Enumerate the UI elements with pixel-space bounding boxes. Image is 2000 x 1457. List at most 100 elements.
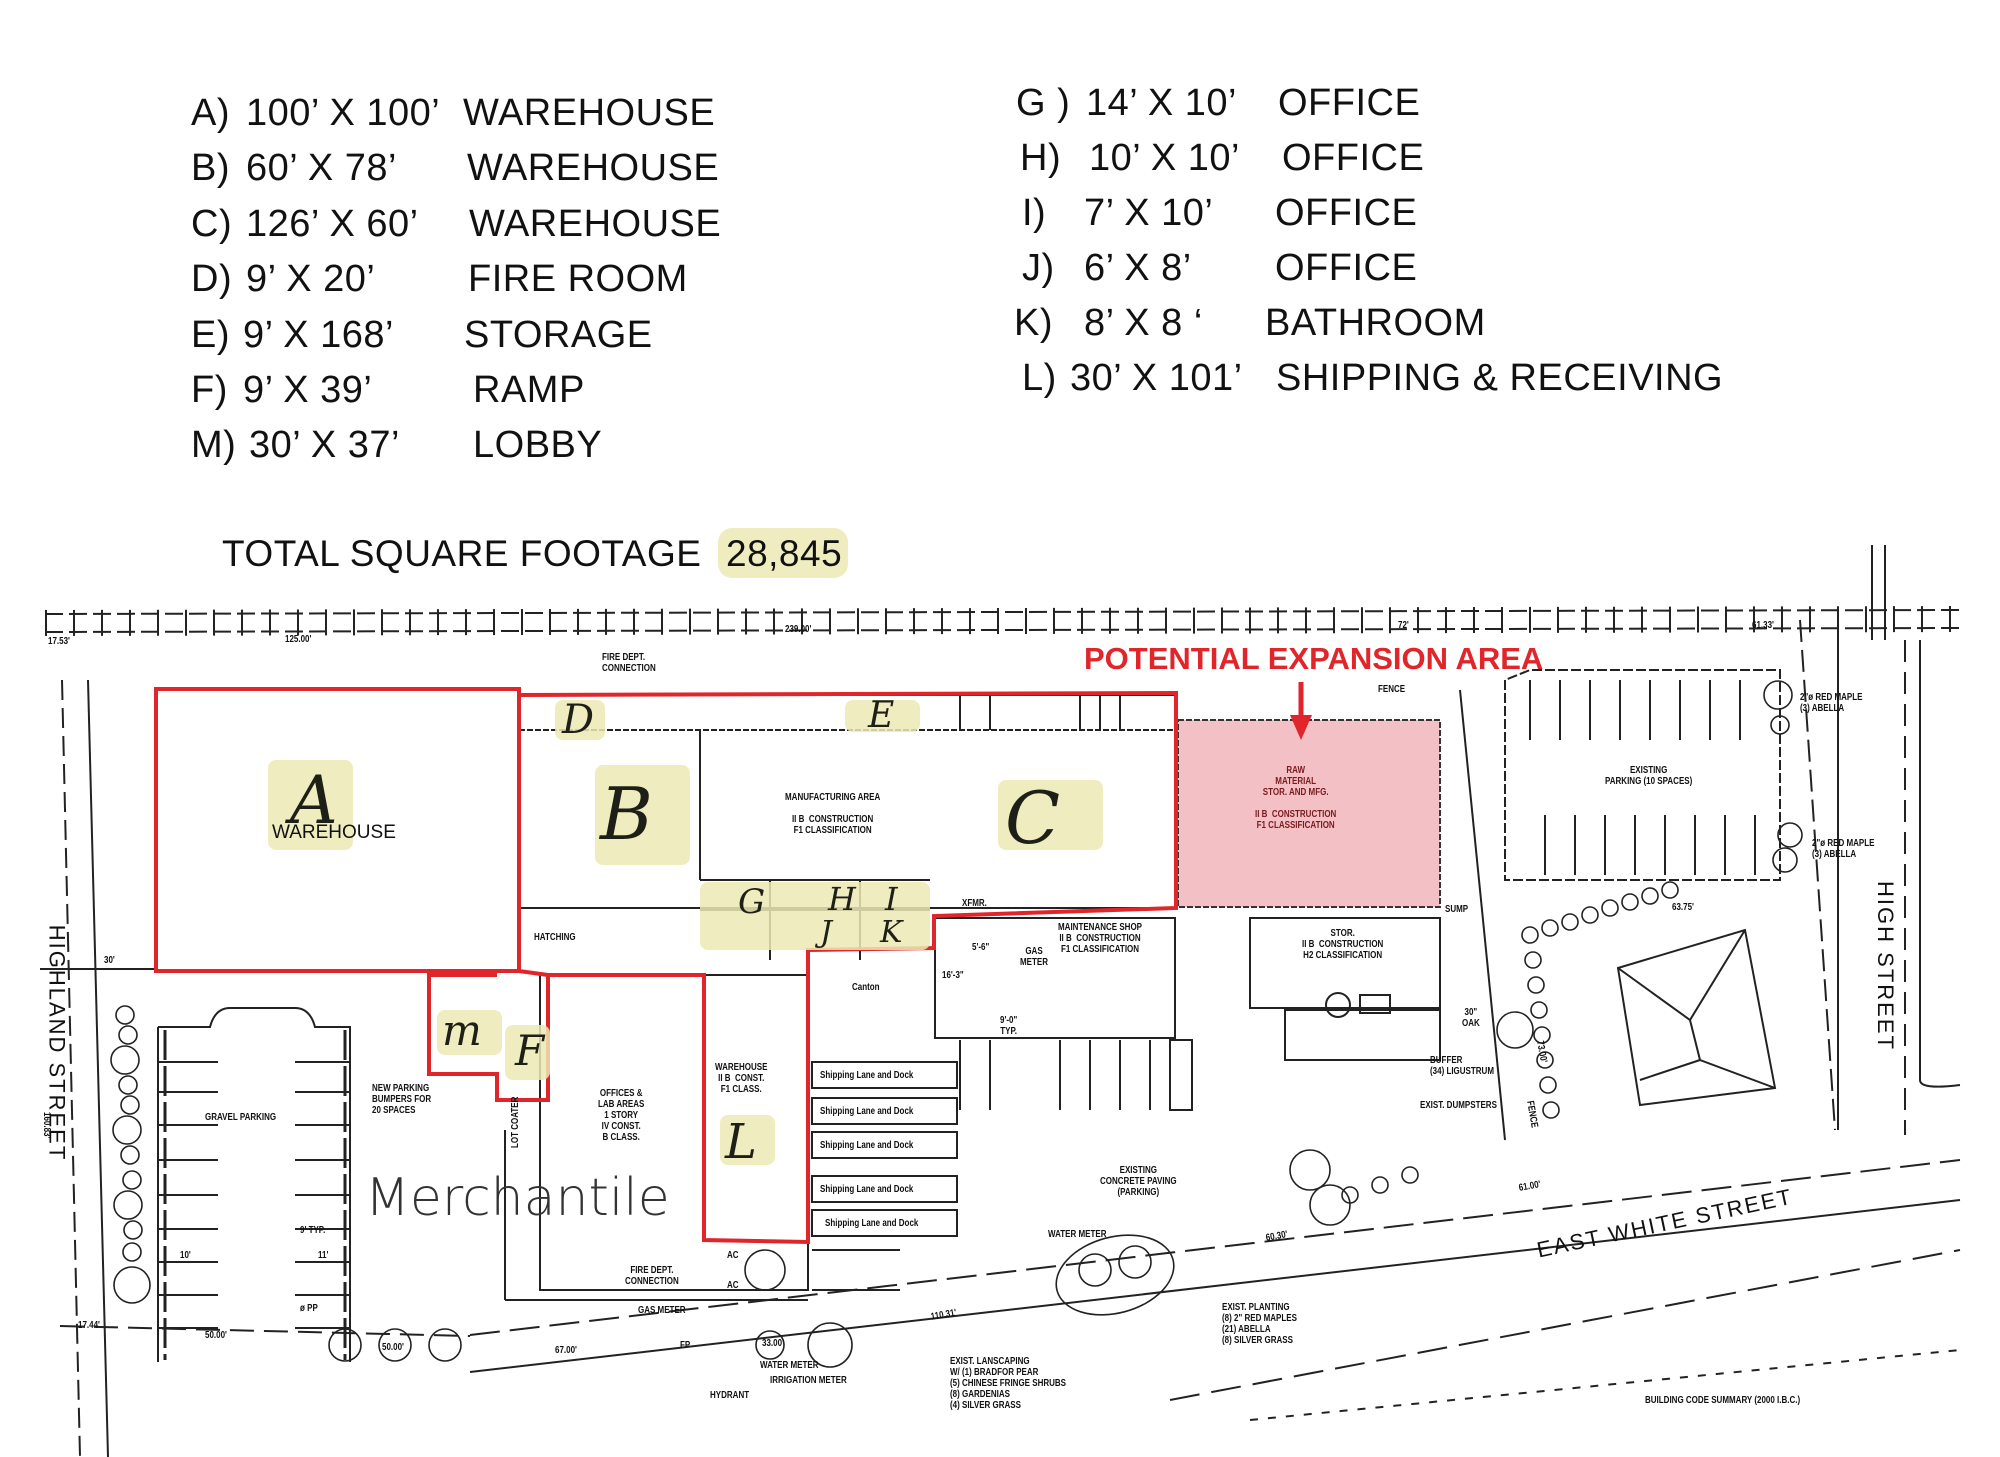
legend-use: OFFICE [1275, 192, 1418, 234]
legend-use: LOBBY [473, 424, 603, 466]
plan-label: EXISTING CONCRETE PAVING (PARKING) [1100, 1165, 1177, 1198]
shipping-lane-label: Shipping Lane and Dock [825, 1218, 919, 1229]
plan-label: EXIST. PLANTING (8) 2" RED MAPLES (21) A… [1222, 1302, 1297, 1346]
plan-label: 50.00' [205, 1330, 227, 1341]
plan-label: SUMP [1445, 904, 1469, 915]
plan-label: 63.75' [1672, 902, 1694, 913]
legend-dims: 9’ X 168’ [243, 314, 394, 356]
plan-label: 72' [1398, 620, 1409, 631]
legend-dims: 9’ X 39’ [243, 369, 373, 411]
plan-label: 33.00' [762, 1338, 784, 1349]
legend-dims: 60’ X 78’ [246, 147, 397, 189]
plan-label: WATER METER [1048, 1229, 1107, 1240]
plan-label: 17.53' [48, 636, 70, 647]
legend-key: J) [1022, 247, 1055, 289]
legend-use: BATHROOM [1265, 302, 1486, 344]
label-i: I [885, 880, 898, 918]
plan-label: FIRE DEPT. CONNECTION [602, 652, 656, 674]
plan-label: HATCHING [534, 932, 576, 943]
legend-dims: 30’ X 101’ [1070, 357, 1243, 399]
gravel-parking [157, 1007, 351, 1362]
expansion-arrow [1290, 682, 1312, 740]
label-e: E [868, 695, 895, 736]
plan-label: MAINTENANCE SHOP II B CONSTRUCTION F1 CL… [1058, 922, 1143, 955]
legend-use: SHIPPING & RECEIVING [1276, 357, 1724, 399]
plan-label: 67.00' [555, 1345, 577, 1356]
plan-label: Canton [852, 982, 880, 993]
shipping-lane-label: Shipping Lane and Dock [820, 1184, 914, 1195]
railroad [44, 545, 1961, 640]
plan-label: 239.00' [785, 624, 812, 635]
plan-label: IRRIGATION METER [770, 1375, 847, 1386]
plan-label: LOT COATER [510, 1096, 521, 1148]
plan-label: EXISTING PARKING (10 SPACES) [1605, 765, 1693, 787]
plan-label: XFMR. [962, 898, 987, 909]
high-street-label: HIGH STREET [1872, 881, 1898, 1051]
plan-label: GAS METER [1020, 946, 1048, 968]
label-a: A [290, 762, 338, 839]
legend-use: OFFICE [1282, 137, 1425, 179]
highlight-l [720, 1115, 775, 1165]
legend-use: RAMP [473, 369, 585, 411]
neighbor-building [1616, 928, 1777, 1107]
legend-key: K) [1014, 302, 1053, 344]
label-d: D [562, 697, 595, 743]
plan-label: RAW MATERIAL STOR. AND MFG. II B CONSTRU… [1255, 765, 1337, 831]
trees [110, 680, 1803, 1368]
legend-use: WAREHOUSE [467, 147, 720, 189]
legend-key: C) [191, 203, 233, 245]
plan-label: FP [680, 1340, 691, 1351]
legend-key: F) [191, 369, 228, 411]
street-lines [40, 619, 1961, 1457]
plan-label: MANUFACTURING AREA II B CONSTRUCTION F1 … [785, 792, 881, 836]
legend-use: WAREHOUSE [469, 203, 722, 245]
plan-label: WATER METER [760, 1360, 819, 1371]
highlight-c [998, 780, 1103, 850]
plan-label: FIRE DEPT. CONNECTION [625, 1265, 679, 1287]
label-c: C [1005, 776, 1061, 860]
legend-key: E) [191, 314, 230, 356]
highlight-ghijk [700, 882, 930, 950]
legend-key: B) [191, 147, 230, 189]
legend-use: WAREHOUSE [463, 92, 716, 134]
legend-dims: 14’ X 10’ [1086, 82, 1237, 124]
legend-dims: 30’ X 37’ [249, 424, 400, 466]
plan-label: AC [727, 1280, 739, 1291]
legend-key: M) [191, 424, 237, 466]
plan-label: 160.83' [41, 1112, 52, 1139]
label-b: B [600, 772, 653, 856]
label-g: G [738, 882, 766, 922]
plan-label: 30" OAK [1462, 1007, 1480, 1029]
plan-label: WAREHOUSE II B CONST. F1 CLASS. [715, 1062, 768, 1095]
plan-label: 5'-6" [972, 942, 990, 953]
shipping-lane-label: Shipping Lane and Dock [820, 1070, 914, 1081]
legend-dims: 10’ X 10’ [1089, 137, 1240, 179]
label-l: L [725, 1114, 757, 1170]
shipping-lane-label: Shipping Lane and Dock [820, 1106, 914, 1117]
shipping-lanes [811, 1061, 958, 1291]
legend-key: L) [1022, 357, 1057, 399]
highlight-d [555, 700, 605, 740]
legend-use: FIRE ROOM [468, 258, 688, 300]
plan-label: ø PP [300, 1303, 318, 1314]
plan-label: 125.00' [285, 634, 312, 645]
highlight-e [845, 700, 920, 732]
plan-label: HYDRANT [710, 1390, 750, 1401]
legend-use: OFFICE [1275, 247, 1418, 289]
legend-use: STORAGE [464, 314, 653, 356]
plan-label: GAS METER [638, 1305, 686, 1316]
label-f: F [515, 1026, 545, 1075]
legend-dims: 9’ X 20’ [246, 258, 376, 300]
label-h: H [828, 880, 856, 918]
legend-key: A) [191, 92, 230, 134]
potential-expansion-title: POTENTIAL EXPANSION AREA [1084, 641, 1544, 676]
plan-label: EXIST. DUMPSTERS [1420, 1100, 1497, 1111]
plan-label: 11' [318, 1250, 329, 1261]
plan-label: EXIST. LANSCAPING W/ (1) BRADFOR PEAR (5… [950, 1356, 1067, 1411]
legend-dims: 126’ X 60’ [246, 203, 419, 245]
highlight-f [505, 1025, 550, 1080]
plan-label: BUFFER (34) LIGUSTRUM [1430, 1055, 1494, 1077]
plan-label: STOR. II B CONSTRUCTION H2 CLASSIFICATIO… [1302, 928, 1384, 961]
